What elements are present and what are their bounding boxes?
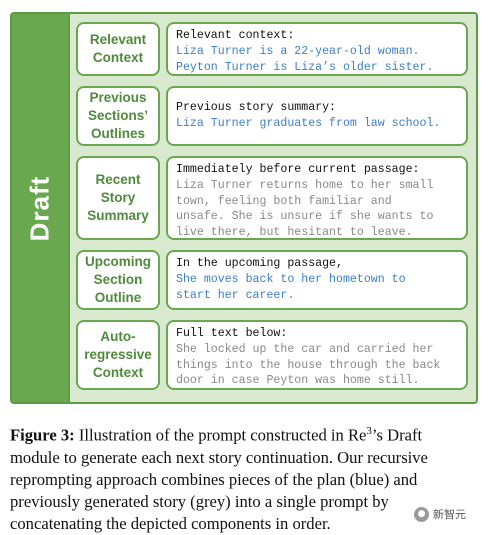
- plan-line: start her career.: [176, 288, 295, 302]
- caption-line: Figure 3: Illustration of the prompt con…: [10, 425, 423, 445]
- plan-line: Liza Turner is a 22-year-old woman.: [176, 44, 420, 58]
- plan-line: She moves back to her hometown to: [176, 272, 406, 286]
- draft-side-bar: Draft: [12, 14, 70, 402]
- draft-title: Draft: [24, 175, 55, 241]
- row-label: Auto- regressive Context: [76, 320, 160, 390]
- story-line: live there, but hesitant to leave.: [176, 226, 413, 240]
- row-label: Relevant Context: [76, 22, 160, 76]
- segment-header: In the upcoming passage,: [176, 257, 343, 270]
- watermark-logo-icon: ●: [414, 506, 429, 522]
- row-recent-summary: Recent Story Summary Immediately before …: [76, 156, 468, 240]
- caption-figure-label: Figure 3:: [10, 425, 75, 445]
- caption-line: previously generated story (grey) into a…: [10, 491, 389, 511]
- caption-line: module to generate each next story conti…: [10, 447, 428, 467]
- watermark: ● 新智元: [414, 506, 466, 522]
- caption-superscript: 3: [366, 425, 372, 437]
- row-label: Upcoming Section Outline: [76, 250, 160, 310]
- plan-line: Peyton Turner is Liza’s older sister.: [176, 60, 434, 74]
- segment-header: Previous story summary:: [176, 101, 337, 114]
- prompt-segment: Full text below: She locked up the car a…: [166, 320, 468, 390]
- plan-line: Liza Turner graduates from law school.: [176, 116, 441, 130]
- story-line: She locked up the car and carried her: [176, 342, 434, 356]
- row-previous-outlines: Previous Sections’ Outlines Previous sto…: [76, 86, 468, 146]
- row-upcoming-outline: Upcoming Section Outline In the upcoming…: [76, 250, 468, 310]
- draft-module-panel: Draft Relevant Context Relevant context:…: [10, 12, 478, 404]
- watermark-text: 新智元: [433, 508, 466, 521]
- row-autoregressive-context: Auto- regressive Context Full text below…: [76, 320, 468, 390]
- segment-header: Relevant context:: [176, 29, 295, 42]
- row-label: Previous Sections’ Outlines: [76, 86, 160, 146]
- prompt-segment: In the upcoming passage, She moves back …: [166, 250, 468, 310]
- segment-header: Immediately before current passage:: [176, 163, 420, 176]
- row-relevant-context: Relevant Context Relevant context: Liza …: [76, 22, 468, 76]
- story-line: things into the house through the back: [176, 358, 441, 372]
- caption-line: concatenating the depicted components in…: [10, 513, 331, 533]
- story-line: town, feeling both familiar and: [176, 194, 392, 208]
- story-line: door in case Peyton was home still.: [176, 374, 420, 388]
- prompt-segment: Relevant context: Liza Turner is a 22-ye…: [166, 22, 468, 76]
- prompt-segment: Immediately before current passage: Liza…: [166, 156, 468, 240]
- story-line: Liza Turner returns home to her small: [176, 178, 434, 192]
- row-label: Recent Story Summary: [76, 156, 160, 240]
- story-line: unsafe. She is unsure if she wants to: [176, 210, 434, 224]
- caption-line: reprompting approach combines pieces of …: [10, 469, 418, 489]
- segment-header: Full text below:: [176, 327, 288, 340]
- prompt-segment: Previous story summary: Liza Turner grad…: [166, 86, 468, 146]
- figure-caption: Figure 3: Illustration of the prompt con…: [10, 420, 480, 535]
